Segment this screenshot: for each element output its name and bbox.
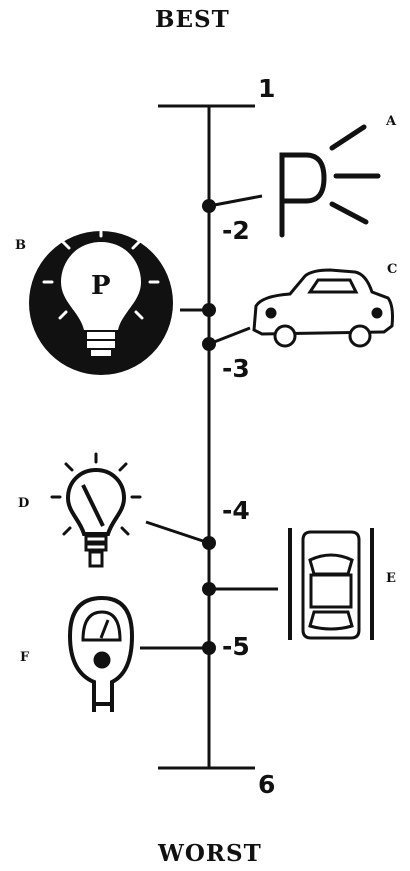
worst-label: WORST	[158, 840, 262, 867]
lightbulb-gauge-icon	[50, 452, 142, 568]
scale-label-2: -2	[222, 216, 250, 245]
scale-label-4: -4	[222, 496, 250, 525]
point-a	[202, 199, 216, 213]
label-b: B	[15, 238, 26, 253]
parking-sign-icon	[279, 124, 381, 238]
connector-a	[208, 194, 263, 208]
car-headlights-icon	[252, 268, 394, 348]
lightbulb-p-icon: P	[29, 226, 173, 375]
connector-c	[208, 326, 251, 346]
parking-meter-icon	[67, 595, 135, 712]
label-e: E	[386, 571, 396, 586]
point-d	[202, 536, 216, 550]
label-a: A	[386, 114, 397, 129]
point-f	[202, 641, 216, 655]
point-c	[202, 337, 216, 351]
connector-d	[145, 520, 210, 545]
scale-label-3: -3	[222, 354, 250, 383]
svg-text:P: P	[91, 271, 111, 301]
scale-label-6: 6	[258, 770, 276, 799]
best-label: BEST	[155, 6, 230, 33]
label-f: F	[20, 650, 30, 665]
point-b	[202, 303, 216, 317]
label-c: C	[387, 262, 398, 277]
scale-label-5: -5	[222, 632, 250, 661]
scale-label-1: 1	[258, 74, 276, 103]
car-in-space-icon	[288, 528, 374, 640]
label-d: D	[18, 496, 30, 511]
point-e	[202, 582, 216, 596]
